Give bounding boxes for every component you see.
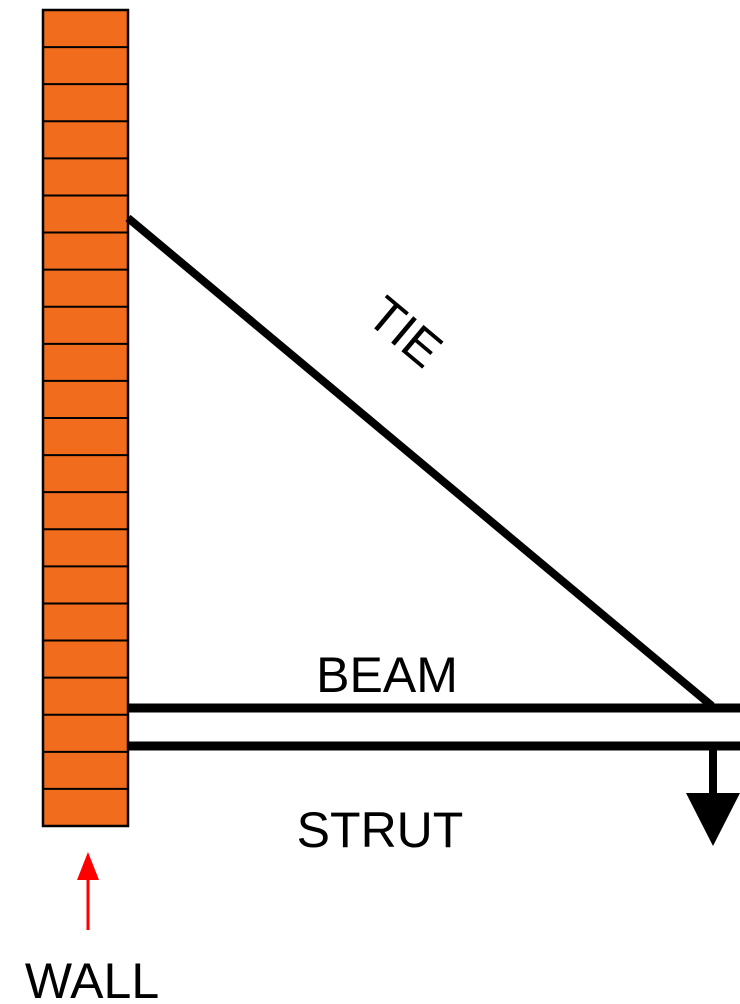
tie-label: TIE: [357, 286, 453, 379]
tie-member: [125, 214, 715, 710]
wall-brick-courses: [43, 46, 128, 790]
wall-label: WALL: [25, 953, 159, 1004]
strut-label: STRUT: [297, 802, 464, 858]
up-arrow-icon: [77, 852, 99, 930]
down-arrow-icon: [686, 746, 740, 846]
beam-label: BEAM: [316, 647, 458, 703]
wall: [41, 8, 130, 828]
